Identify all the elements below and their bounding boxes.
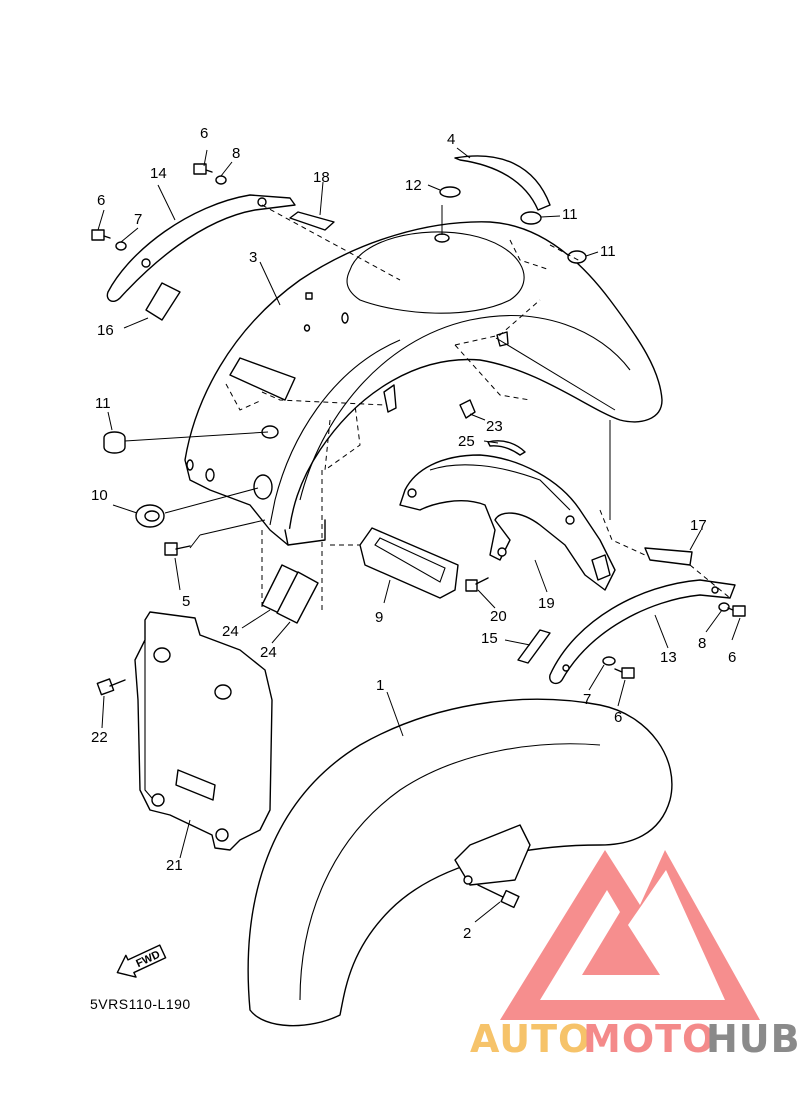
callout-labels: 1 2 3 4 5 6 6 6 6 7 7 8 8 9 10 11 11 11 … (91, 125, 736, 942)
part-23-nut (459, 399, 476, 419)
callout-4: 4 (447, 131, 455, 148)
callout-6-a: 6 (200, 125, 208, 142)
part-15-pad (517, 629, 551, 664)
part-19-stay (399, 454, 616, 591)
callout-14: 14 (150, 165, 167, 182)
callout-6-c: 6 (728, 649, 736, 666)
part-17-pad (644, 547, 693, 566)
fwd-arrow-icon: FWD (116, 944, 167, 978)
callout-18: 18 (313, 169, 330, 186)
callout-9: 9 (375, 609, 383, 626)
callout-13: 13 (660, 649, 677, 666)
part-11-grommets (103, 211, 587, 454)
watermark-text: AUTO MOTO HUB (470, 1017, 800, 1061)
part-16-pad (145, 282, 181, 321)
callout-6-d: 6 (614, 709, 622, 726)
part-5-bolt (164, 542, 191, 556)
callout-11-c: 11 (95, 395, 111, 412)
fwd-label: FWD (134, 949, 162, 970)
callout-8-a: 8 (232, 145, 240, 162)
callout-21: 21 (166, 857, 183, 874)
callout-11-b: 11 (600, 243, 616, 260)
callout-7-b: 7 (583, 691, 591, 708)
part-24-pads (261, 564, 319, 624)
watermark-auto: AUTO (470, 1017, 591, 1061)
callout-5: 5 (182, 593, 190, 610)
part-1-front-fender (247, 698, 673, 1027)
callout-16: 16 (97, 322, 114, 339)
callout-23: 23 (486, 418, 503, 435)
callout-19: 19 (538, 595, 555, 612)
part-22-bolt (96, 678, 126, 696)
callout-22: 22 (91, 729, 108, 746)
diagram-code: 5VRS110-L190 (90, 996, 191, 1012)
part-9-holder (359, 527, 459, 599)
part-3-rear-fender (184, 221, 663, 546)
assembly-lines (189, 204, 731, 610)
callout-10: 10 (91, 487, 108, 504)
part-10-grommet (135, 504, 165, 528)
part-12-washer (434, 186, 461, 243)
callout-17: 17 (690, 517, 707, 534)
part-2-bolt (477, 884, 520, 909)
callout-2: 2 (463, 925, 471, 942)
part-25-stay (487, 440, 526, 456)
callout-15: 15 (481, 630, 498, 647)
right-fasteners (602, 602, 746, 679)
watermark-logo (500, 850, 760, 1020)
callout-20: 20 (490, 608, 507, 625)
callout-12: 12 (405, 177, 422, 194)
watermark-moto: MOTO (583, 1017, 715, 1061)
part-18-pad (289, 211, 335, 231)
left-fasteners (91, 163, 227, 251)
callout-8-b: 8 (698, 635, 706, 652)
callout-11-a: 11 (562, 206, 578, 223)
callout-25: 25 (458, 433, 475, 450)
callout-24-b: 24 (260, 644, 277, 661)
watermark-hub: HUB (706, 1017, 800, 1061)
callout-6-b: 6 (97, 192, 105, 209)
part-21-side-cover (134, 611, 273, 851)
callout-3: 3 (249, 249, 257, 266)
part-14-grab-strip (106, 194, 296, 302)
part-20-bolt (465, 577, 489, 592)
leader-lines (97, 147, 741, 923)
callout-7-a: 7 (134, 211, 142, 228)
callout-1: 1 (376, 677, 384, 694)
callout-24-a: 24 (222, 623, 239, 640)
watermark-triangle-icon (500, 850, 760, 1020)
part-13-grab-strip (549, 579, 736, 685)
part-4-cover (454, 155, 551, 211)
